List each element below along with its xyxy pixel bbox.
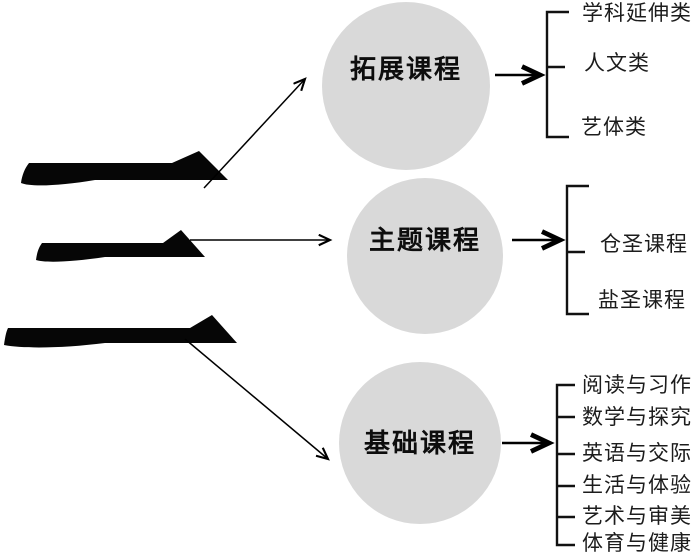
connector-arrow-to-basic — [184, 338, 328, 459]
node-basic-courses: 基础课程 — [339, 362, 501, 524]
leaf-item: 仓圣课程 — [600, 232, 688, 256]
node-label: 主题课程 — [368, 224, 481, 255]
node-expansion-courses: 拓展课程 — [322, 2, 490, 170]
leaf-item: 艺术与审美 — [582, 504, 692, 528]
bracket-basic-list — [555, 383, 575, 547]
leaf-item: 生活与体验 — [582, 473, 692, 497]
bracket-theme-list — [565, 184, 589, 316]
leaf-item: 体育与健康 — [582, 531, 692, 555]
leaf-item: 学科延伸类 — [582, 1, 692, 25]
leaf-item: 人文类 — [584, 51, 650, 75]
node-label: 拓展课程 — [349, 53, 462, 84]
banner-arrow-top-icon — [21, 151, 228, 186]
node-label: 基础课程 — [363, 427, 476, 458]
banner-arrow-middle-icon — [36, 230, 205, 262]
bracket-expansion-list — [545, 10, 569, 139]
leaf-item: 艺体类 — [581, 115, 647, 139]
node-theme-courses: 主题课程 — [347, 178, 503, 334]
leaf-item: 盐圣课程 — [598, 288, 686, 312]
leaf-item: 阅读与习作 — [582, 373, 692, 397]
leaf-item: 数学与探究 — [582, 405, 692, 429]
connector-arrow-to-expansion — [203, 79, 305, 189]
leaf-item: 英语与交际 — [582, 441, 692, 465]
banner-arrow-bottom-icon — [4, 315, 237, 348]
